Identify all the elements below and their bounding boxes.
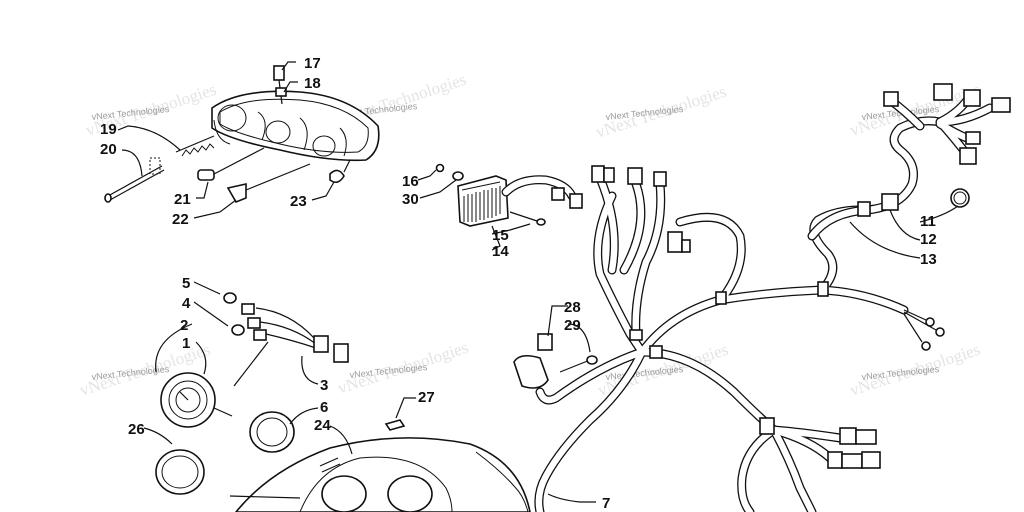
bulb-4 bbox=[231, 324, 245, 336]
bulb-23 bbox=[329, 169, 345, 184]
callout-27: 27 bbox=[418, 389, 435, 406]
callout-12: 12 bbox=[920, 231, 937, 248]
screw-29 bbox=[559, 359, 591, 373]
fuse-holder-28 bbox=[513, 354, 549, 389]
bulb-22 bbox=[226, 183, 247, 204]
callout-7: 7 bbox=[602, 495, 610, 512]
callout-26: 26 bbox=[128, 421, 145, 438]
washer-30 bbox=[452, 171, 464, 181]
callout-30: 30 bbox=[402, 191, 419, 208]
callout-4: 4 bbox=[182, 295, 191, 312]
callout-19: 19 bbox=[100, 121, 117, 138]
callout-23: 23 bbox=[290, 193, 307, 210]
callout-3: 3 bbox=[320, 377, 328, 394]
nut-16 bbox=[435, 163, 445, 173]
callout-18: 18 bbox=[304, 75, 321, 92]
callout-22: 22 bbox=[172, 211, 189, 228]
callout-20: 20 bbox=[100, 141, 117, 158]
leader-lines bbox=[117, 61, 959, 503]
callout-15: 15 bbox=[492, 227, 509, 244]
connector-3 bbox=[313, 335, 329, 353]
callout-14: 14 bbox=[492, 243, 509, 260]
fuse-28 bbox=[537, 333, 553, 351]
callout-28: 28 bbox=[564, 299, 581, 316]
callout-16: 16 bbox=[402, 173, 419, 190]
main-wiring-harness bbox=[513, 165, 945, 512]
clip-17 bbox=[273, 65, 285, 81]
bulb-5 bbox=[223, 292, 237, 304]
voltage-regulator bbox=[435, 163, 583, 227]
callout-21: 21 bbox=[174, 191, 191, 208]
screw-18 bbox=[275, 87, 287, 97]
spring-19 bbox=[181, 143, 215, 157]
rod-20 bbox=[107, 165, 163, 197]
callout-17: 17 bbox=[304, 55, 321, 72]
sub-harness-13 bbox=[807, 83, 1011, 241]
callout-13: 13 bbox=[920, 251, 937, 268]
callout-29: 29 bbox=[564, 317, 581, 334]
gauge-assembly bbox=[155, 292, 531, 512]
callout-labels: 17 18 19 20 21 22 23 16 30 15 14 28 29 7… bbox=[100, 55, 937, 512]
callout-24: 24 bbox=[314, 417, 331, 434]
callout-11: 11 bbox=[920, 213, 936, 230]
bolt-15 bbox=[509, 211, 541, 223]
clip-27 bbox=[384, 419, 406, 431]
lens-26 bbox=[155, 449, 205, 495]
callout-2: 2 bbox=[180, 317, 188, 334]
callout-6: 6 bbox=[320, 399, 328, 416]
taillight-assembly bbox=[104, 65, 380, 204]
callout-1: 1 bbox=[182, 335, 190, 352]
bulb-21 bbox=[197, 169, 215, 181]
callout-5: 5 bbox=[182, 275, 190, 292]
